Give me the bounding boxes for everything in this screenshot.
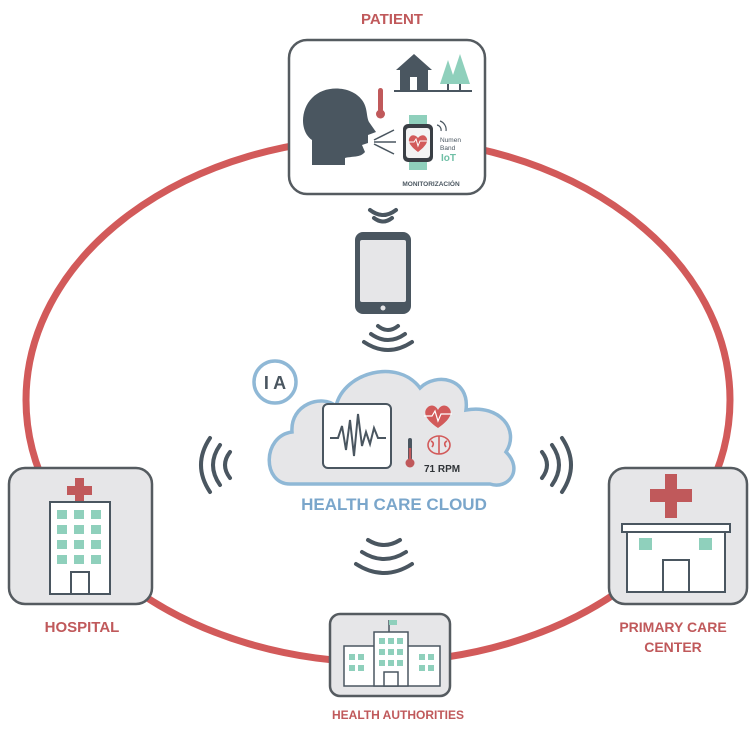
hospital-icon [49,478,111,595]
wifi-icon [362,324,414,352]
monitor-caption: MONITORIZACIÓN [402,179,460,188]
wifi-icon [354,538,414,575]
patient-card[interactable]: Numen Band IoT MONITORIZACIÓN [287,38,487,196]
authorities-label: HEALTH AUTHORITIES [332,708,464,722]
primary-care-label-line1: PRIMARY CARE [619,619,726,635]
watch-iot-label: IoT [441,153,456,164]
house-icon [396,54,432,90]
government-building-icon [343,620,441,687]
heart-pulse-line [424,409,452,423]
clinic-icon [621,474,731,593]
heart-icon [425,405,451,428]
ia-badge: I A [252,359,298,405]
brain-icon [427,435,451,455]
primary-care-card[interactable] [607,466,749,606]
cloud-rpm-value: 71 RPM [424,464,460,475]
wifi-icon [540,436,573,494]
smartwatch-icon [403,115,447,170]
tree-icon [440,54,470,90]
smartphone-icon[interactable] [355,232,411,314]
watch-brand-line1: Numen [440,137,461,144]
svg-text:I A: I A [264,373,286,393]
thermometer-icon [376,88,385,119]
wifi-icon [368,208,398,224]
hospital-label: HOSPITAL [45,619,120,636]
thermometer-icon [405,438,415,468]
breath-lines [373,129,396,155]
watch-brand-line2: Band [440,145,456,152]
patient-label: PATIENT [361,11,423,28]
cloud-title: HEALTH CARE CLOUD [301,495,487,514]
waveform-icon [322,403,392,469]
hospital-card[interactable] [7,466,154,606]
head-icon [303,88,376,165]
health-care-cloud[interactable]: 71 RPM HEALTH CARE CLOUD [267,369,516,514]
wifi-icon [199,436,232,494]
primary-care-label-line2: CENTER [644,639,702,655]
waveform-line [330,413,386,457]
authorities-card[interactable] [328,612,452,698]
